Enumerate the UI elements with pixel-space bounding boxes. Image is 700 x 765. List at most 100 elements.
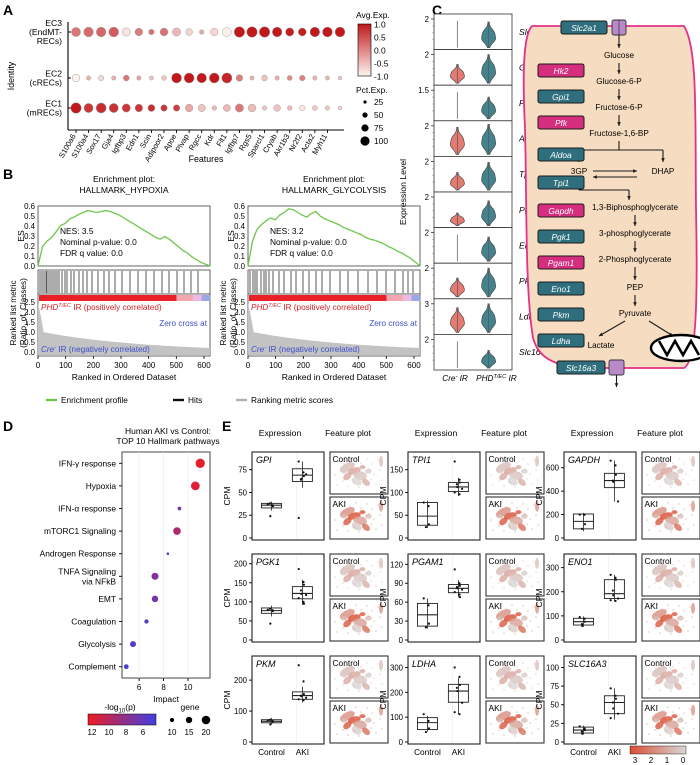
- panel-e-data-point: [422, 501, 425, 504]
- panel-e-data-point: [300, 592, 303, 595]
- panel-e-feature-plot-control: [485, 655, 545, 699]
- panel-e-x-tick-label: Control: [258, 747, 285, 757]
- gsea-hits-panel: [247, 269, 421, 295]
- panel-e-data-point: [302, 692, 305, 696]
- gsea-x-tick-label: 400: [142, 361, 156, 370]
- enzyme-label: Tpi1: [553, 178, 569, 188]
- panel-d-bubble: [177, 506, 182, 511]
- panel-e-x-tick-label: Control: [570, 747, 597, 757]
- panel-a-dot: [171, 72, 182, 84]
- panel-d-title-line1: Human AKI vs Control:: [125, 426, 211, 436]
- panel-d-category-label: Hypoxia: [86, 481, 117, 491]
- panel-d-bubble: [173, 527, 181, 535]
- panel-e-y-axis-title: CPM: [378, 691, 388, 710]
- panel-e-data-point: [427, 622, 431, 625]
- panel-a: EC3(EndMT-RECs)EC2(cRECs)EC1(mRECs)S100a…: [0, 0, 350, 165]
- panel-e-data-point: [458, 493, 461, 496]
- violin-y-tick-label: 1.5: [418, 86, 430, 95]
- panel-a-dot: [196, 72, 207, 84]
- panel-e-data-point: [581, 732, 584, 735]
- panel-e-gene-label: SLC16A3: [568, 659, 607, 669]
- panel-e-data-point: [609, 459, 612, 462]
- gsea-zero-cross-label: Zero cross at: [369, 319, 417, 328]
- panel-a-dot: [325, 75, 330, 81]
- panel-a-dot: [337, 75, 343, 81]
- avg-exp-colorbar: 1.00.50.0-0.5-1.0: [357, 19, 389, 81]
- violin-panel: [433, 262, 513, 300]
- panel-e-data-point: [617, 712, 620, 715]
- enzyme-box: Slc16a3: [556, 360, 606, 375]
- panel-e-feature-label-control: Control: [333, 556, 360, 566]
- gsea-metric-tick: 2.0: [24, 308, 36, 317]
- panel-e-y-axis-title: CPM: [378, 487, 388, 506]
- panel-e-data-point: [427, 523, 431, 526]
- panel-e-data-point: [422, 713, 425, 716]
- gsea-legend-label: Hits: [188, 395, 202, 405]
- panel-e-y-axis-title: CPM: [222, 487, 232, 506]
- pct-exp-dot: [363, 100, 367, 104]
- gsea-neutral-bar: [402, 295, 412, 301]
- panel-a-dot: [70, 102, 82, 114]
- panel-e-y-tick-label: 150: [390, 466, 404, 475]
- panel-e-y-axis-title: CPM: [534, 487, 544, 506]
- panel-d-category-label: Glycolysis: [78, 639, 116, 649]
- panel-d-bubble: [151, 572, 159, 580]
- panel-a-dot: [197, 104, 206, 112]
- gsea-x-tick-label: 0: [246, 361, 251, 370]
- panel-c: 2Slc2a12Gpi11.5Pfkl2Aldoa2Tpi12Pgk12Eno1…: [396, 8, 700, 412]
- panel-a-dot: [210, 27, 219, 37]
- panel-e-box: [291, 586, 313, 600]
- panel-d-size-legend-dot: [185, 716, 193, 724]
- enzyme-box: Pgk1: [537, 229, 585, 244]
- panel-e-y-tick-label: 0: [555, 534, 560, 543]
- panel-a-dot: [221, 72, 233, 84]
- panel-a-dot: [149, 75, 154, 81]
- panel-e-boxplot-panel: [251, 451, 325, 541]
- gsea-metric-tick: 0.5: [234, 338, 246, 347]
- panel-e-y-tick-label: 0: [399, 534, 404, 543]
- panel-e-data-point: [271, 505, 275, 508]
- panel-e-data-point: [302, 583, 305, 586]
- panel-e-data-point: [424, 730, 428, 734]
- violin-panel: [433, 120, 513, 157]
- panel-e-feature-plot-control: [641, 553, 700, 597]
- panel-e-col-header-expression: Expression: [259, 428, 302, 438]
- enzyme-label: Eno1: [551, 284, 571, 294]
- panel-e-data-point: [458, 478, 461, 481]
- gsea-legend-label: Enrichment profile: [61, 395, 128, 405]
- panel-e-data-point: [461, 588, 464, 591]
- panel-e-y-tick-label: 25: [238, 511, 247, 520]
- panel-e-feature-plot-aki: [329, 700, 389, 744]
- gsea-x-axis-title: Ranked in Ordered Dataset: [282, 372, 387, 382]
- gsea-x-tick-label: 500: [380, 361, 394, 370]
- panel-d-category-label: Complement: [69, 662, 117, 672]
- panel-a-dot: [287, 105, 293, 111]
- panel-d-x-tick-label: 8: [161, 683, 166, 692]
- panel-a-dot: [285, 27, 295, 37]
- avg-exp-tick-label: -1.0: [374, 71, 389, 81]
- panel-e-data-point: [458, 675, 461, 678]
- panel-a-dot: [71, 73, 81, 83]
- panel-e-feature-plot-control: [641, 451, 700, 495]
- gsea-metric-tick: 1.5: [234, 318, 246, 327]
- violin-y-axis-title: Expression Level: [398, 159, 408, 225]
- panel-e-box: [603, 579, 625, 599]
- gsea-es-tick: 0.0: [234, 262, 246, 271]
- violin-y-tick-label: 2: [425, 51, 429, 60]
- panel-e-box: [416, 717, 438, 731]
- panel-e-y-tick-label: 120: [390, 560, 404, 569]
- metabolite-label: Pyruvate: [619, 309, 652, 318]
- panel-a-dot: [199, 29, 205, 35]
- panel-e-data-point: [269, 723, 272, 726]
- panel-e-col-header-expression: Expression: [571, 428, 614, 438]
- panel-e-data-point: [612, 594, 615, 597]
- panel-e-data-point: [305, 473, 308, 476]
- metabolite-label: Glucose-6-P: [596, 77, 642, 86]
- panel-e-data-point: [302, 474, 305, 478]
- panel-e-y-tick-label: 0: [243, 738, 248, 747]
- panel-e-data-point: [297, 596, 300, 600]
- panel-a-x-axis-title: Features: [189, 154, 224, 164]
- panel-e-feature-plot-control: [641, 655, 700, 699]
- gsea-es-tick: 0.6: [234, 202, 245, 211]
